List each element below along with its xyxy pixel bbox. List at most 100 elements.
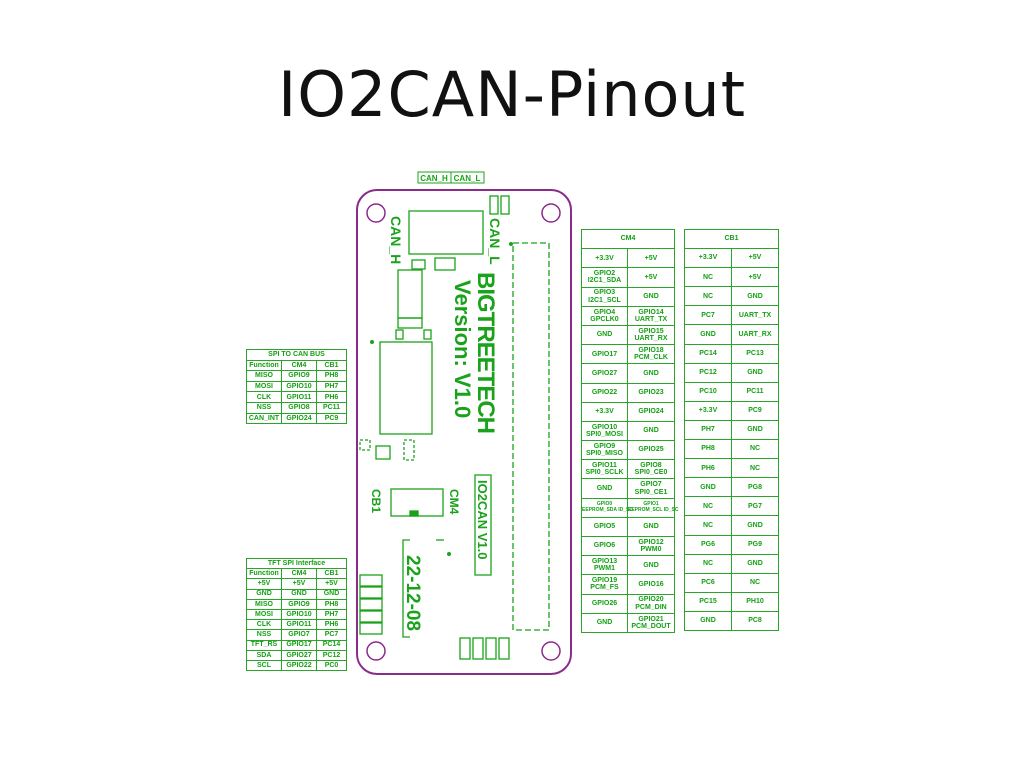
spi-cell-2: PH7 — [316, 380, 347, 393]
cm4-cell-1: GND — [627, 363, 675, 384]
cb1-cell-0: NC — [684, 286, 732, 307]
cb1-cell-0: PC7 — [684, 305, 732, 326]
model-silkscreen: IO2CAN V1.0 — [475, 480, 490, 559]
tft-cell-0: NSS — [246, 629, 282, 641]
cm4-cell-0: GPIO6 — [581, 535, 628, 557]
cm4-silkscreen: CM4 — [447, 489, 461, 515]
tft-cell-2: PC14 — [315, 639, 348, 651]
cb1-cell-1: GND — [730, 286, 780, 307]
top-can-l-label: CAN_L — [454, 174, 481, 183]
cm4-table-row: +3.3V+5V — [581, 248, 675, 269]
spi-header-function: Function — [246, 359, 282, 372]
tft-cell-1: GND — [281, 588, 317, 600]
cb1-cell-0: +3.3V — [684, 400, 732, 421]
spi-cell-1: GPIO8 — [281, 401, 317, 414]
tft-header-cm4: CM4 — [281, 568, 317, 580]
cm4-cell-1: GND — [627, 555, 675, 576]
cb1-cell-1: NC — [730, 458, 780, 479]
cb1-cell-0: NC — [684, 515, 732, 536]
tft-spi-table: TFT SPI Interface Function CM4 CB1 +5V+5… — [245, 557, 348, 672]
mounting-holes — [366, 203, 561, 661]
cb1-cell-0: PC12 — [684, 362, 732, 383]
spi-header-cb1: CB1 — [316, 359, 347, 372]
cm4-cell-1: GPIO23 — [627, 382, 675, 403]
can-connector — [408, 210, 484, 255]
spi-cell-2: PH8 — [316, 370, 347, 382]
cm4-cell-1: GND — [627, 516, 675, 538]
cm4-cell-0: GPIO26 — [581, 593, 628, 614]
cb1-cell-0: PC6 — [684, 572, 732, 593]
cb1-cell-1: PG8 — [730, 477, 780, 498]
can-h-silkscreen: CAN_H — [388, 216, 404, 264]
cm4-cell-1: GPIO25 — [627, 440, 675, 461]
cb1-cell-1: NC — [730, 572, 780, 593]
cb1-cell-1: +5V — [730, 248, 780, 269]
cb1-cell-0: GND — [684, 324, 732, 345]
tft-cell-0: MISO — [246, 598, 282, 610]
tft-cell-0: +5V — [246, 578, 282, 590]
cb1-cell-1: PC9 — [730, 400, 780, 421]
cb1-cell-1: GND — [730, 362, 780, 383]
tft-header-function: Function — [246, 568, 282, 580]
tft-cell-1: GPIO7 — [281, 629, 317, 641]
cb1-cell-0: PC14 — [684, 343, 732, 364]
tft-cell-0: CLK — [246, 619, 282, 631]
tft-cell-0: SCL — [246, 659, 282, 672]
cm4-cell-1: GND — [627, 286, 675, 307]
tft-cell-0: MOSI — [246, 608, 282, 621]
tft-table-row: +5V+5V+5V — [246, 578, 348, 590]
cm4-cell-0: GND — [581, 478, 628, 499]
cb1-cell-0: NC — [684, 267, 732, 288]
can-controller-chip — [379, 341, 433, 435]
cb1-cell-1: GND — [730, 419, 780, 441]
cb1-cell-1: PC11 — [730, 381, 780, 402]
tft-cell-1: GPIO9 — [281, 598, 317, 610]
spi-cell-2: PC9 — [316, 412, 347, 425]
cb1-cell-1: GND — [730, 553, 780, 574]
cm4-cell-0: GPIO22 — [581, 382, 628, 403]
cb1-cell-0: GND — [684, 477, 732, 498]
gpio-header-40pin — [512, 242, 550, 631]
cb1-cell-0: PC15 — [684, 591, 732, 612]
tft-cell-1: +5V — [281, 578, 317, 590]
spi-cell-1: GPIO24 — [281, 412, 317, 425]
cb1-cell-1: PG7 — [730, 496, 780, 517]
cb1-cell-0: PG6 — [684, 534, 732, 555]
tft-cell-0: TFT_RS — [246, 639, 282, 651]
page-title: IO2CAN-Pinout — [277, 58, 747, 131]
